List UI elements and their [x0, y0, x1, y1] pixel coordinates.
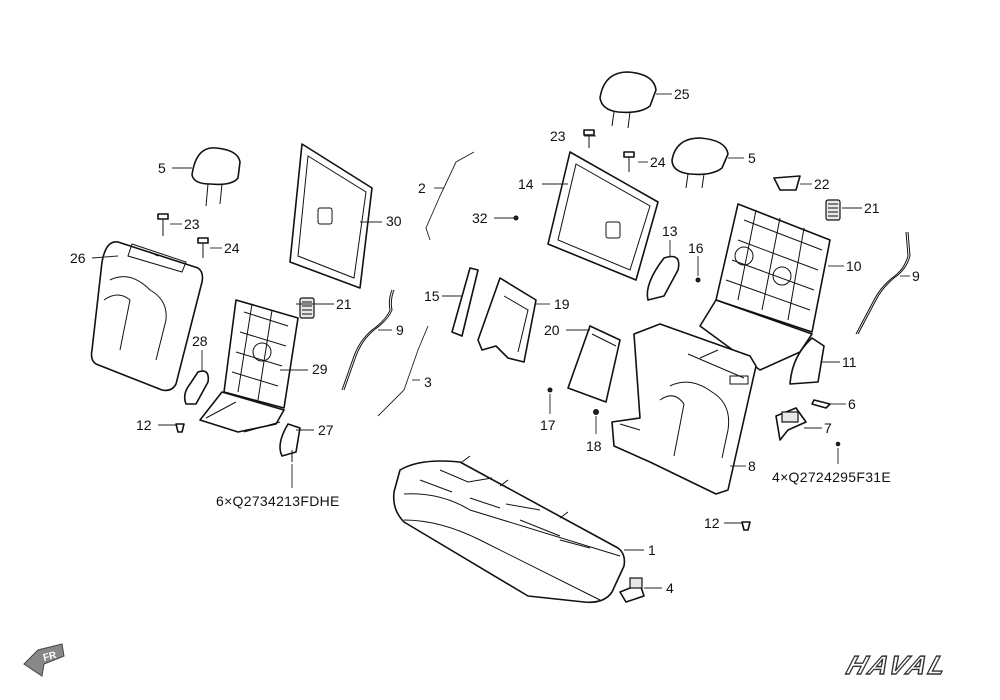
spring-left-21	[299, 297, 315, 319]
front-direction-label: FR	[42, 650, 58, 664]
callout-2: 2	[418, 180, 426, 196]
headrest-left	[191, 147, 241, 207]
callout-23-right: 23	[550, 128, 566, 144]
bolt-right-23	[583, 129, 595, 148]
rod-left-9	[341, 289, 395, 391]
haval-logo-text: HAVAL	[843, 651, 953, 680]
clip-6	[811, 399, 831, 409]
callout-9-right: 9	[912, 268, 920, 284]
clip-12-left	[175, 423, 185, 433]
headrest-right	[671, 137, 729, 189]
back-panel-30	[289, 143, 373, 289]
callout-7: 7	[824, 420, 832, 436]
bolt-left-24	[197, 237, 209, 258]
hinge-cover-27	[279, 423, 301, 462]
bolt-right-24	[623, 151, 635, 172]
callout-3: 3	[424, 374, 432, 390]
callout-12-right: 12	[704, 515, 720, 531]
bracket-19	[477, 277, 537, 363]
callout-32: 32	[472, 210, 488, 226]
front-direction-arrow-icon: FR	[23, 643, 65, 677]
callout-5-left: 5	[158, 160, 166, 176]
armrest-pad-20	[567, 325, 621, 403]
callout-13: 13	[662, 223, 678, 239]
callout-11: 11	[842, 354, 857, 370]
callout-20: 20	[544, 322, 560, 338]
callout-10: 10	[846, 258, 862, 274]
callout-labels: 5 23 24 26 21 9 28 29 12 27 30 2 3 15 32…	[70, 86, 920, 596]
spring-right-21	[825, 199, 841, 221]
fastener-note-left: 6×Q2734213FDHE	[216, 493, 340, 509]
callout-18: 18	[586, 438, 602, 454]
callout-21-right: 21	[864, 200, 880, 216]
callout-30: 30	[386, 213, 402, 229]
callout-16: 16	[688, 240, 704, 256]
bolt-left-23	[157, 213, 169, 236]
trim-strip-15	[451, 267, 479, 337]
callout-9-left: 9	[396, 322, 404, 338]
callout-27: 27	[318, 422, 334, 438]
callout-5-right: 5	[748, 150, 756, 166]
seat-cushion-1	[392, 455, 626, 604]
callout-28: 28	[192, 333, 208, 349]
callout-14: 14	[518, 176, 534, 192]
callout-22: 22	[814, 176, 830, 192]
hinge-cover-11	[789, 337, 825, 385]
callout-19: 19	[554, 296, 570, 312]
callout-1: 1	[648, 542, 656, 558]
back-panel-14	[547, 151, 659, 281]
callout-15: 15	[424, 288, 440, 304]
callout-29: 29	[312, 361, 328, 377]
seat-back-frame-left	[199, 299, 299, 433]
callout-21-left: 21	[336, 296, 352, 312]
callout-24-left: 24	[224, 240, 240, 256]
headrest-center-25	[599, 71, 657, 129]
latch-cover-22	[773, 175, 801, 191]
rod-right-9	[855, 231, 911, 335]
clip-12-right	[741, 521, 751, 531]
callout-17: 17	[540, 417, 556, 433]
bracket-28	[183, 370, 210, 405]
latch-7	[775, 407, 807, 441]
fastener-note-right: 4×Q2724295F31E	[772, 469, 891, 485]
callout-12-left: 12	[136, 417, 152, 433]
callout-26: 26	[70, 250, 86, 266]
callout-6: 6	[848, 396, 856, 412]
callout-4: 4	[666, 580, 674, 596]
callout-24-right: 24	[650, 154, 666, 170]
seat-back-cover-left	[90, 241, 204, 392]
callout-25: 25	[674, 86, 690, 102]
haval-logo: HAVAL	[842, 650, 954, 681]
callout-8: 8	[748, 458, 756, 474]
bracket-13	[646, 255, 680, 301]
seat-back-frame-right	[699, 203, 831, 371]
callout-23-left: 23	[184, 216, 200, 232]
seat-back-cover-right	[611, 323, 757, 495]
leader-lines	[91, 93, 910, 589]
mount-bracket-4	[619, 577, 645, 603]
